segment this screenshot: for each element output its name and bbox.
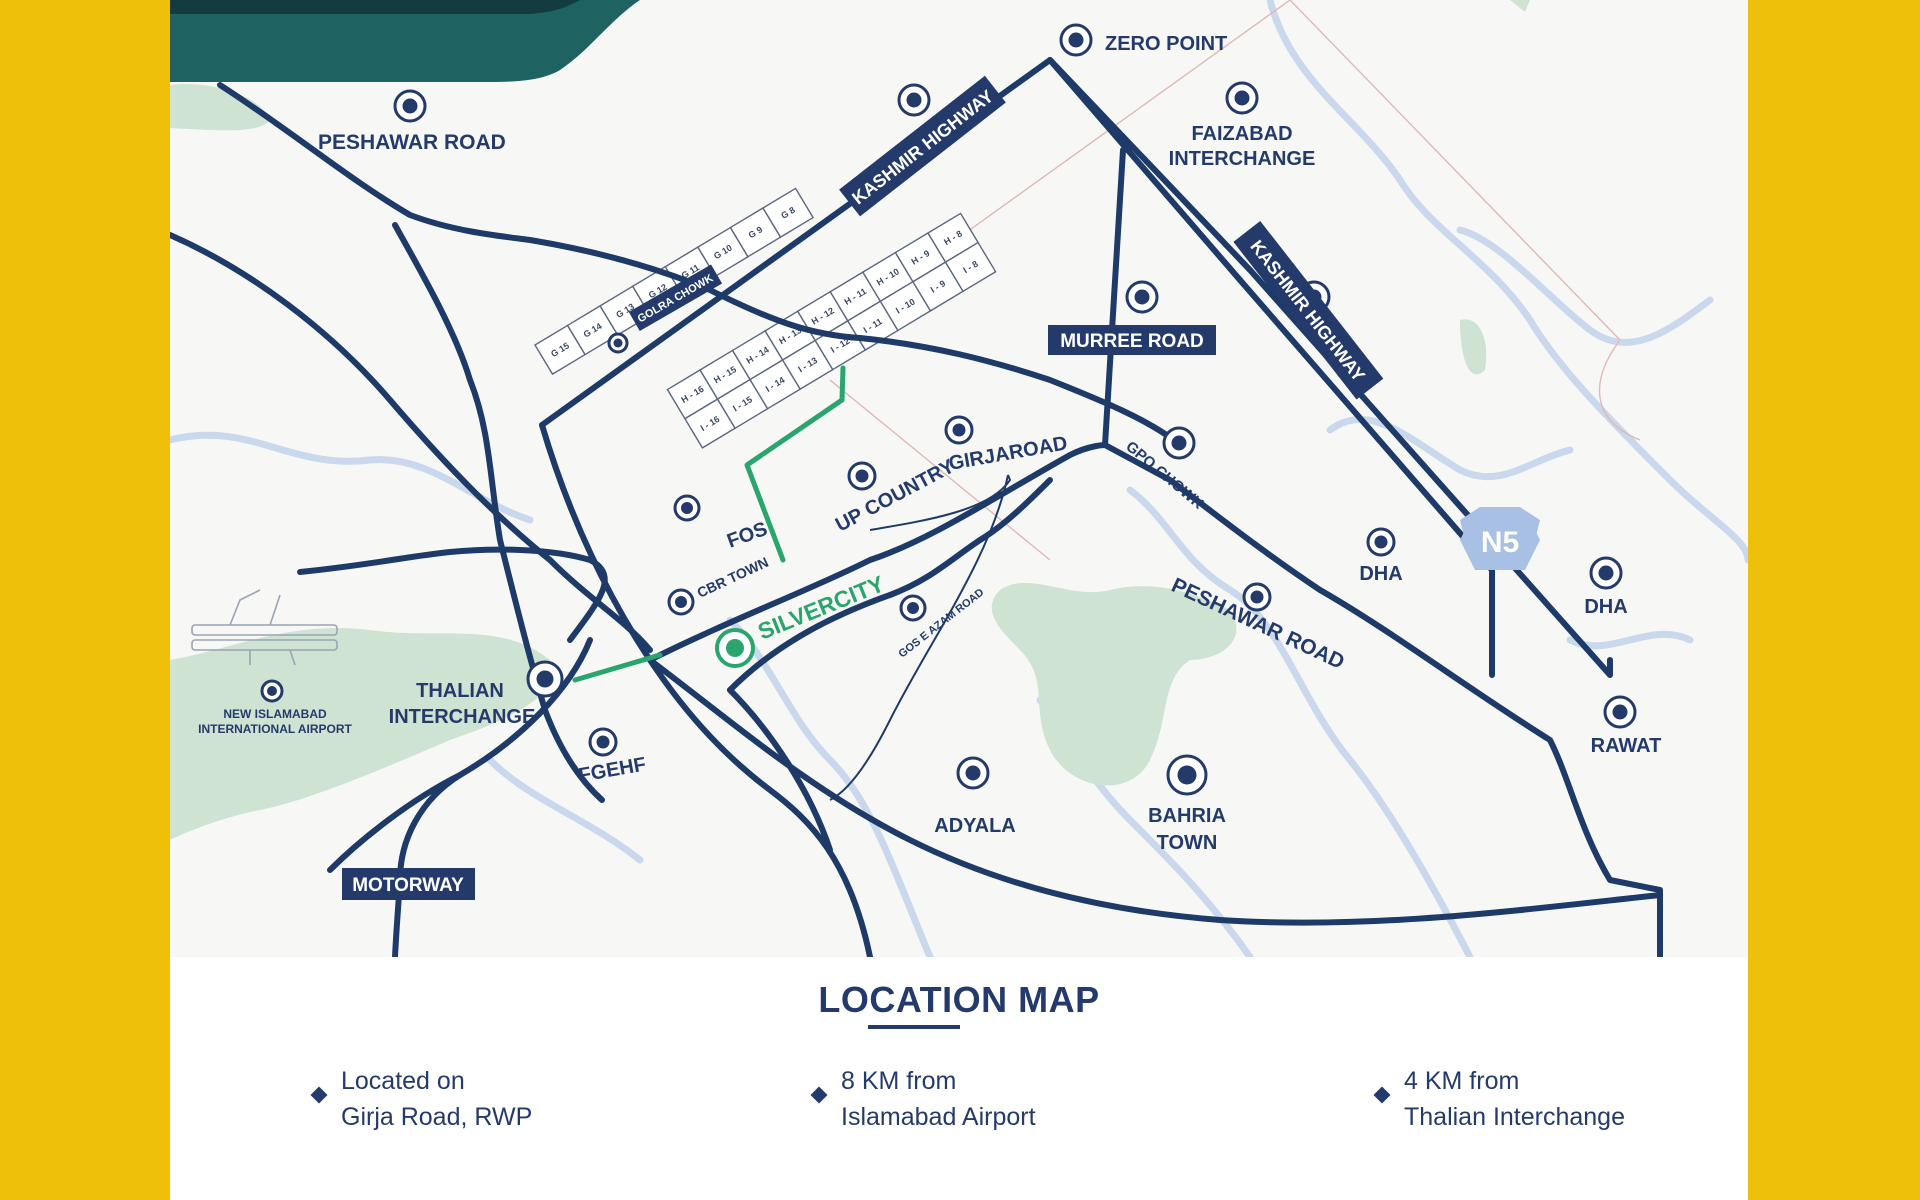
marker-dha-1[interactable] [1366,527,1396,557]
sector-cell: I - 15 [716,378,769,430]
label-thalian-2: INTERCHANGE [389,706,536,728]
label-thalian-1: THALIAN [416,680,504,702]
fact-line-2: Thalian Interchange [1404,1103,1625,1131]
footer-underline [868,1025,960,1029]
footer-title: LOCATION MAP [818,979,1100,1020]
label-airport-1: NEW ISLAMABAD [223,707,327,721]
marker-faizabad-dot [1234,90,1250,106]
marker-murree-road-dot [1134,289,1150,305]
marker-airport-dot [267,686,277,696]
marker-rawat-dot [1612,704,1628,720]
marker-gos-e-azam-dot [907,602,919,614]
label-faizabad-2: INTERCHANGE [1169,148,1316,170]
airport-icon [191,589,338,666]
marker-faizabad[interactable] [1225,81,1259,115]
marker-fgehf-dot [596,735,610,749]
label-dha-2: DHA [1584,596,1627,618]
marker-up-country[interactable] [847,461,877,491]
motorway-tag-text: MOTORWAY [352,875,464,896]
marker-girjaroad[interactable] [944,415,974,445]
marker-rawat[interactable] [1603,695,1637,729]
marker-airport[interactable] [260,679,284,703]
marker-adyala[interactable] [956,756,990,790]
marker-bahria[interactable] [1166,754,1208,796]
marker-golra-chowk[interactable] [607,332,629,354]
green-areas [170,0,1530,840]
marker-silvercity[interactable] [715,628,755,668]
sector-cell: I - 16 [683,398,736,449]
marker-gpo-chowk[interactable] [1162,426,1196,460]
marker-thalian-dot [536,670,554,688]
marker-golra-chowk-dot [613,338,623,348]
label-bahria-2: TOWN [1157,832,1218,854]
label-n5: N5 [1481,526,1519,559]
sector-cell: I - 8 [944,241,997,293]
marker-girjaroad-dot [952,423,966,437]
sector-cell: G 8 [762,187,815,239]
minor-roads [829,474,1012,801]
marker-bahria-dot [1177,765,1197,785]
sector-cell: G 9 [729,207,782,258]
marker-gpo-chowk-dot [1171,435,1187,451]
marker-peshawar-road-dot [402,98,418,114]
marker-adyala-dot [965,765,981,781]
fact-line-2: Islamabad Airport [841,1103,1036,1131]
marker-g-sector-dot [906,92,922,108]
roads [170,57,1663,957]
marker-thalian[interactable] [526,660,564,698]
marker-murree-road[interactable] [1125,280,1159,314]
label-faizabad-1: FAIZABAD [1191,123,1292,145]
header-tab [170,0,640,82]
marker-zero-point[interactable] [1059,23,1093,57]
marker-cbr-town-dot [675,596,687,608]
marker-peshawar-road-mid[interactable] [1242,582,1272,612]
fact-line-1: 8 KM from [841,1067,957,1095]
header-tab-inner [170,0,580,14]
location-markers [260,23,1637,796]
marker-fos-dot [681,502,693,514]
label-airport-2: INTERNATIONAL AIRPORT [198,722,352,736]
label-rawat: RAWAT [1591,735,1662,757]
silvercity-route [572,365,846,683]
murree-road-tag[interactable]: MURREE ROAD [1048,325,1216,355]
fact-line-2: Girja Road, RWP [341,1103,533,1131]
diamond-bullet-icon [310,1086,328,1104]
marker-silvercity-dot [726,639,744,657]
sector-cell: I - 14 [749,359,802,410]
marker-fgehf[interactable] [588,727,618,757]
label-peshawar-road-top: PESHAWAR ROAD [318,131,506,154]
fact-line-1: Located on [341,1067,465,1095]
map-canvas[interactable]: G 15G 14G 13G 12G 11G 10G 9G 8H - 15H - … [170,0,1748,957]
marker-dha-2-dot [1598,565,1614,581]
marker-peshawar-road[interactable] [393,89,427,123]
marker-zero-point-dot [1068,32,1084,48]
sector-cell: G 14 [566,304,619,356]
sector-cell: G 10 [696,226,749,278]
label-bahria-1: BAHRIA [1148,805,1226,827]
label-dha-1: DHA [1359,563,1402,585]
marker-fos[interactable] [673,494,701,522]
label-zero-point: ZERO POINT [1105,33,1227,55]
diamond-bullet-icon [1373,1086,1391,1104]
marker-g-sector[interactable] [897,83,931,117]
footer: LOCATION MAP Located on Girja Road, RWP … [170,957,1748,1200]
sector-cell: G 15 [534,324,587,376]
n5-badge: N5 [1460,507,1540,570]
marker-dha-2[interactable] [1589,556,1623,590]
label-adyala: ADYALA [934,815,1016,837]
diamond-bullet-icon [810,1086,828,1104]
murree-road-tag-text: MURREE ROAD [1060,331,1204,352]
sector-cell: H - 16 [666,369,719,420]
marker-up-country-dot [855,469,869,483]
marker-dha-1-dot [1374,535,1388,549]
fact-line-1: 4 KM from [1404,1067,1520,1095]
motorway-tag[interactable]: MOTORWAY [342,868,475,900]
marker-gos-e-azam[interactable] [899,594,927,622]
marker-peshawar-road-mid-dot [1250,590,1264,604]
marker-cbr-town[interactable] [667,588,695,616]
